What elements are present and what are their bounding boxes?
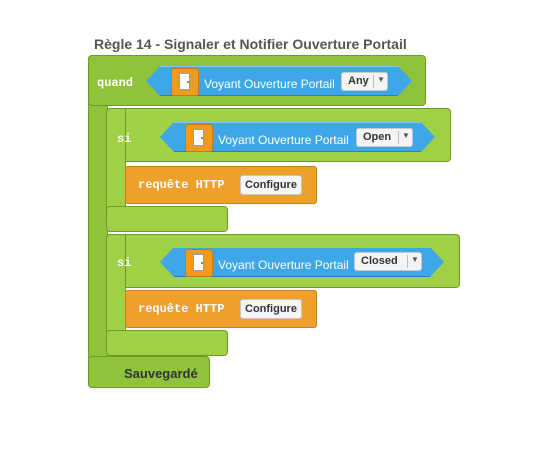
door-icon (193, 254, 204, 271)
http-action-closed[interactable]: requête HTTP (125, 290, 317, 328)
http-action-closed-keyword: requête HTTP (138, 302, 225, 316)
dropdown-separator (407, 255, 408, 268)
condition-closed-state-value: Closed (361, 255, 398, 267)
condition-open-device-label: Voyant Ouverture Portail (218, 133, 349, 147)
dropdown-separator (398, 131, 399, 144)
condition-open-state-value: Open (363, 131, 392, 143)
condition-closed-state-dropdown[interactable]: Closed ▼ (354, 252, 422, 271)
condition-open-keyword: si (117, 132, 132, 146)
door-knob (187, 81, 189, 83)
condition-open-footer (106, 206, 228, 232)
dropdown-separator (373, 75, 374, 88)
condition-open-state-dropdown[interactable]: Open ▼ (356, 128, 413, 147)
when-device-label: Voyant Ouverture Portail (204, 77, 335, 91)
http-action-open-keyword: requête HTTP (138, 178, 225, 192)
when-state-value: Any (348, 75, 369, 87)
door-icon (179, 73, 190, 90)
when-block-footer (88, 356, 210, 388)
condition-closed-device-label: Voyant Ouverture Portail (218, 258, 349, 272)
rule-title: Règle 14 - Signaler et Notifier Ouvertur… (94, 36, 407, 52)
configure-button-closed[interactable]: Configure (240, 299, 302, 319)
condition-closed-footer (106, 330, 228, 356)
condition-closed-device-icon (185, 249, 213, 277)
when-device-pill[interactable] (146, 66, 412, 96)
chevron-down-icon: ▼ (377, 75, 385, 84)
door-knob (201, 262, 203, 264)
door-knob (201, 137, 203, 139)
chevron-down-icon: ▼ (411, 255, 419, 264)
when-keyword: quand (97, 76, 134, 90)
when-device-icon (171, 68, 199, 96)
configure-button-open[interactable]: Configure (240, 175, 302, 195)
saved-status: Sauvegardé (124, 366, 198, 381)
condition-closed-keyword: si (117, 256, 132, 270)
condition-open-device-icon (185, 124, 213, 152)
when-state-dropdown[interactable]: Any ▼ (341, 72, 388, 91)
chevron-down-icon: ▼ (402, 131, 410, 140)
door-icon (193, 129, 204, 146)
